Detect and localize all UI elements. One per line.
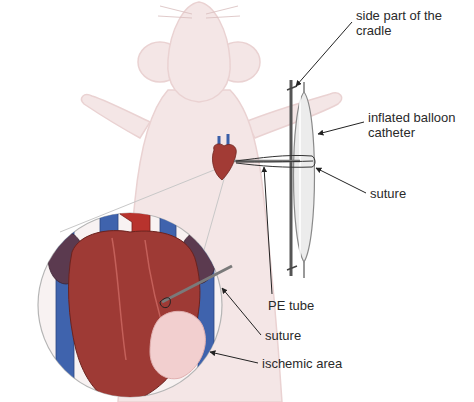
rat-whiskers	[158, 6, 240, 18]
suture-loop	[160, 298, 170, 308]
pe-tube-magnified	[162, 266, 232, 302]
suture	[236, 155, 315, 167]
magnified-heart-view	[38, 207, 232, 402]
part-label: suture	[265, 328, 345, 343]
balloon-catheter	[294, 82, 315, 278]
rat-left-arm	[82, 95, 150, 138]
part-label: inflated balloon catheter	[368, 110, 468, 140]
part-label: suture	[370, 186, 450, 201]
part-label: side part of the cradle	[356, 8, 452, 38]
small-heart	[212, 134, 236, 180]
part-label: PE tube	[268, 298, 348, 313]
part-label: ischemic area	[262, 356, 362, 371]
leader-lines	[210, 22, 366, 363]
